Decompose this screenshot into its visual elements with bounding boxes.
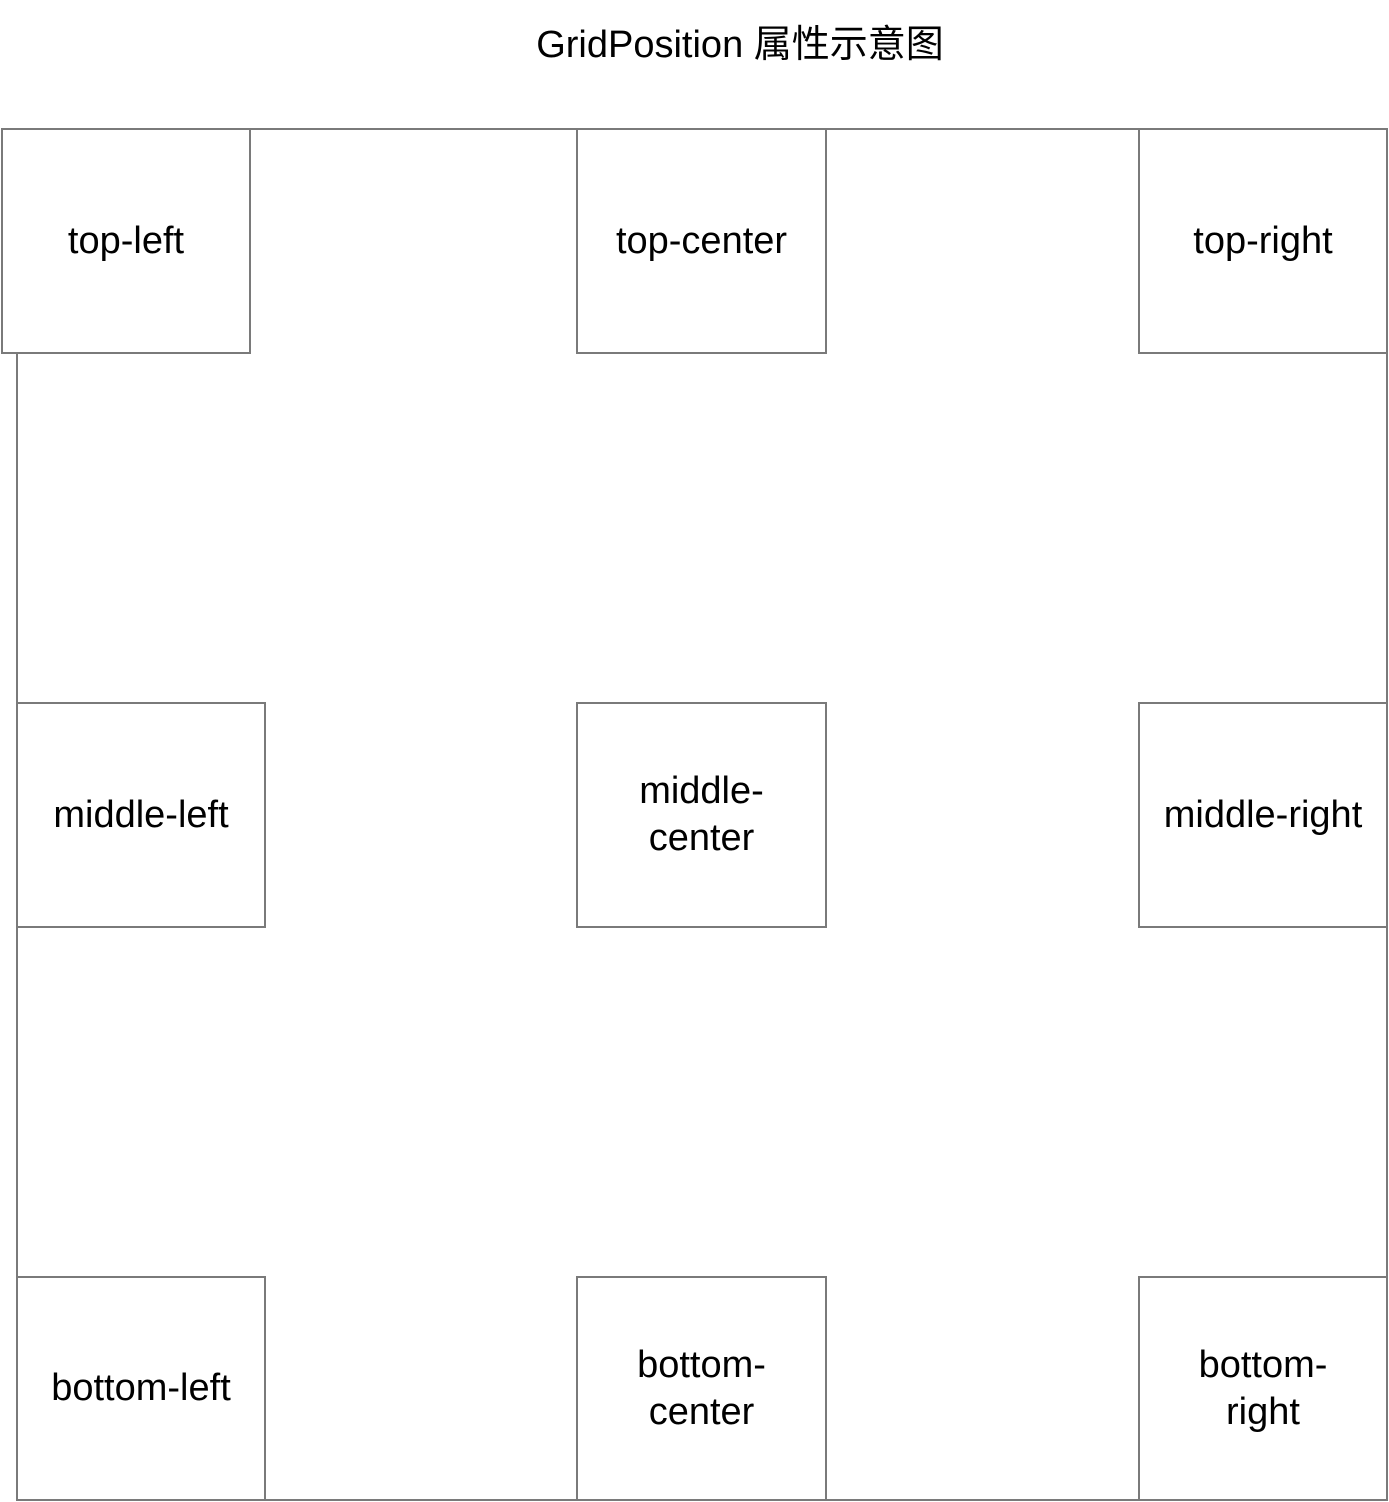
cell-bottom-right: bottom-right — [1138, 1276, 1388, 1501]
cell-middle-left-label: middle-left — [53, 793, 229, 836]
cell-top-left: top-left — [1, 128, 251, 354]
cell-middle-center: middle-center — [576, 702, 827, 928]
cell-top-center-label: top-center — [615, 219, 788, 262]
cell-top-right: top-right — [1138, 128, 1388, 354]
cell-top-left-label: top-left — [67, 219, 185, 262]
cell-bottom-right-label: bottom-right — [1198, 1343, 1328, 1433]
cell-middle-right: middle-right — [1138, 702, 1388, 928]
cell-bottom-left-label: bottom-left — [51, 1367, 231, 1409]
cell-bottom-center-label: bottom-center — [637, 1343, 766, 1433]
cell-top-center: top-center — [576, 128, 827, 354]
cell-bottom-center: bottom-center — [576, 1276, 827, 1501]
cell-top-right-label: top-right — [1193, 219, 1333, 262]
cell-middle-left: middle-left — [16, 702, 266, 928]
diagram-title: GridPosition 属性示意图 — [536, 24, 944, 66]
cell-bottom-left: bottom-left — [16, 1276, 266, 1501]
cell-middle-center-label: middle-center — [639, 770, 764, 859]
cell-middle-right-label: middle-right — [1163, 793, 1363, 836]
